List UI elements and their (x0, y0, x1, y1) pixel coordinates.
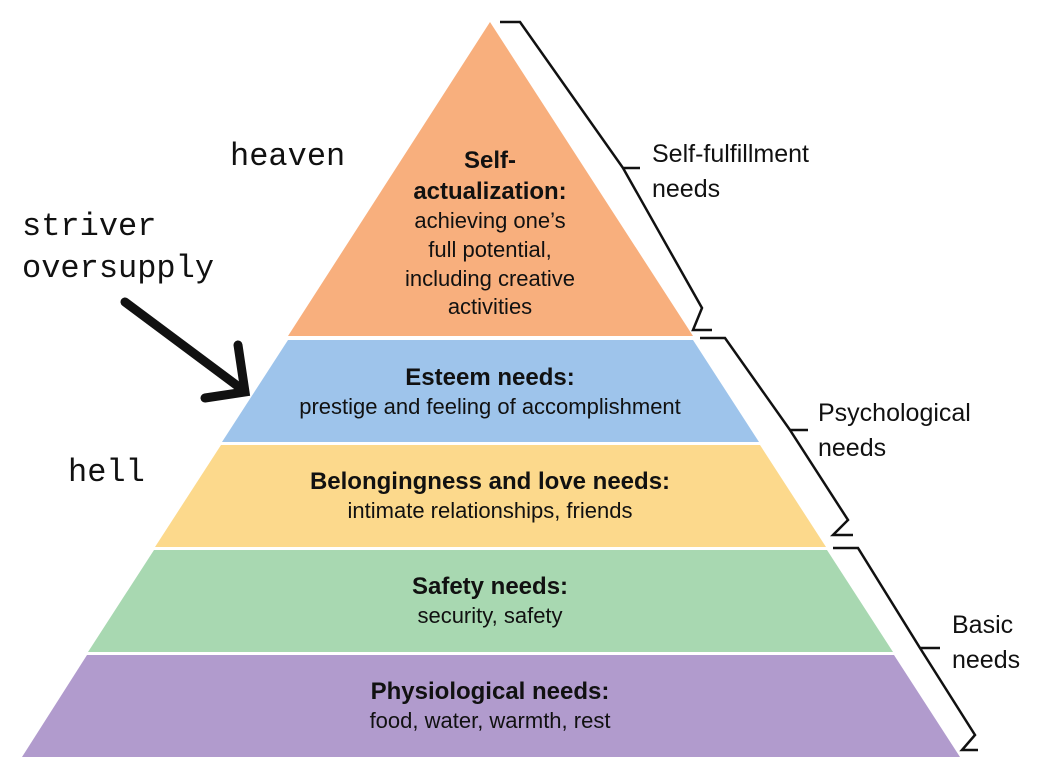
group-label: Self-fulfillment (652, 140, 809, 168)
annotation-line: oversupply (22, 249, 215, 287)
band-safety (88, 550, 893, 652)
group-basic: Basic needs (952, 608, 1020, 677)
level-title: actualization: (413, 178, 567, 206)
group-self-fulfillment: Self-fulfillment needs (652, 137, 809, 206)
group-label: Psychological (818, 399, 971, 427)
group-label: needs (818, 433, 887, 462)
level-desc: intimate relationships, friends (347, 498, 633, 524)
band-self-actualization (288, 22, 693, 336)
arrow-icon (120, 297, 251, 403)
annotation-striver: striver oversupply (22, 206, 214, 289)
level-desc: full potential, (428, 236, 552, 262)
level-physiological: Physiological needs: food, water, warmth… (370, 676, 611, 736)
group-label: Basic (952, 611, 1014, 639)
level-self-actualization: Self- actualization: achieving one’s ful… (405, 145, 575, 322)
level-title: Safety needs: (411, 573, 569, 600)
level-desc: security, safety (417, 603, 563, 629)
level-safety: Safety needs: security, safety (412, 571, 568, 631)
level-title: Esteem needs: (405, 364, 575, 391)
group-label: needs (952, 645, 1021, 674)
annotation-heaven: heaven (230, 138, 346, 175)
bracket-psychological (700, 336, 853, 537)
bracket-self-fulfillment (500, 20, 712, 332)
level-desc: achieving one’s (414, 208, 566, 234)
band-esteem (222, 340, 759, 442)
level-desc: including creative (405, 265, 575, 291)
annotation-line: striver (22, 208, 157, 245)
group-label: needs (652, 174, 721, 203)
level-desc: prestige and feeling of accomplishment (299, 394, 681, 420)
level-desc: activities (447, 294, 533, 320)
band-physiological (22, 655, 960, 757)
group-psychological: Psychological needs (818, 396, 971, 465)
level-esteem: Esteem needs: prestige and feeling of ac… (299, 362, 681, 422)
level-title: Physiological needs: (370, 678, 610, 705)
annotation-hell: hell (68, 454, 145, 491)
level-belongingness: Belongingness and love needs: intimate r… (310, 466, 670, 526)
level-desc: food, water, warmth, rest (369, 708, 611, 734)
bracket-basic (833, 546, 978, 752)
level-title: Belongingness and love needs: (309, 468, 671, 495)
level-title: Self- (463, 147, 517, 174)
band-belongingness (155, 445, 826, 547)
